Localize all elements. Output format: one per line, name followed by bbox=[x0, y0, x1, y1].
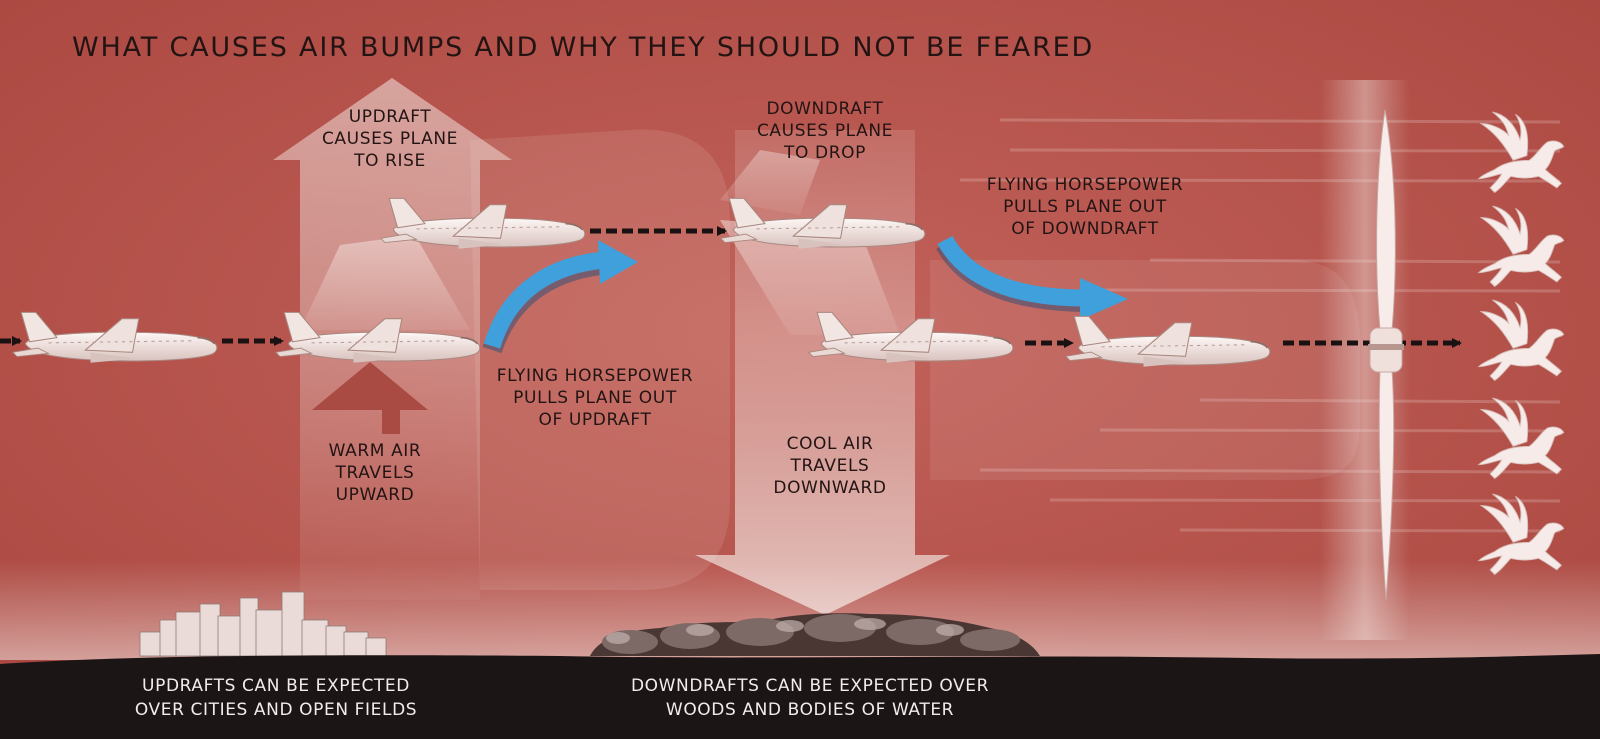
air-circulation-loop-2 bbox=[930, 260, 1360, 480]
warm-air-label: WARM AIR TRAVELS UPWARD bbox=[328, 441, 422, 505]
forest bbox=[590, 613, 1040, 656]
page-title: WHAT CAUSES AIR BUMPS AND WHY THEY SHOUL… bbox=[72, 32, 1095, 63]
pull-arrow-downdraft bbox=[936, 235, 1128, 320]
plane-motion-beams bbox=[300, 150, 900, 335]
cool-air-label: COOL AIR TRAVELS DOWNWARD bbox=[773, 434, 887, 498]
updraft-effect-label: UPDRAFT CAUSES PLANE TO RISE bbox=[321, 107, 459, 171]
downdraft-effect-label: DOWNDRAFT CAUSES PLANE TO DROP bbox=[756, 99, 894, 163]
air-circulation-loop bbox=[470, 129, 730, 590]
updrafts-where-caption: UPDRAFTS CAN BE EXPECTED OVER CITIES AND… bbox=[134, 676, 418, 720]
ground-strip bbox=[0, 654, 1600, 739]
city-skyline bbox=[139, 591, 387, 657]
warm-air-arrow-icon bbox=[312, 362, 428, 434]
blue-curved-arrow-icon bbox=[1080, 278, 1128, 320]
pulls-out-updraft-label: FLYING HORSEPOWER PULLS PLANE OUT OF UPD… bbox=[496, 366, 694, 430]
propeller-icon bbox=[1368, 109, 1404, 601]
pulls-out-downdraft-label: FLYING HORSEPOWER PULLS PLANE OUT OF DOW… bbox=[986, 175, 1184, 239]
blue-curved-arrow-icon bbox=[598, 240, 638, 284]
pull-arrow-updraft bbox=[482, 240, 638, 354]
downdrafts-where-caption: DOWNDRAFTS CAN BE EXPECTED OVER WOODS AN… bbox=[630, 676, 990, 720]
